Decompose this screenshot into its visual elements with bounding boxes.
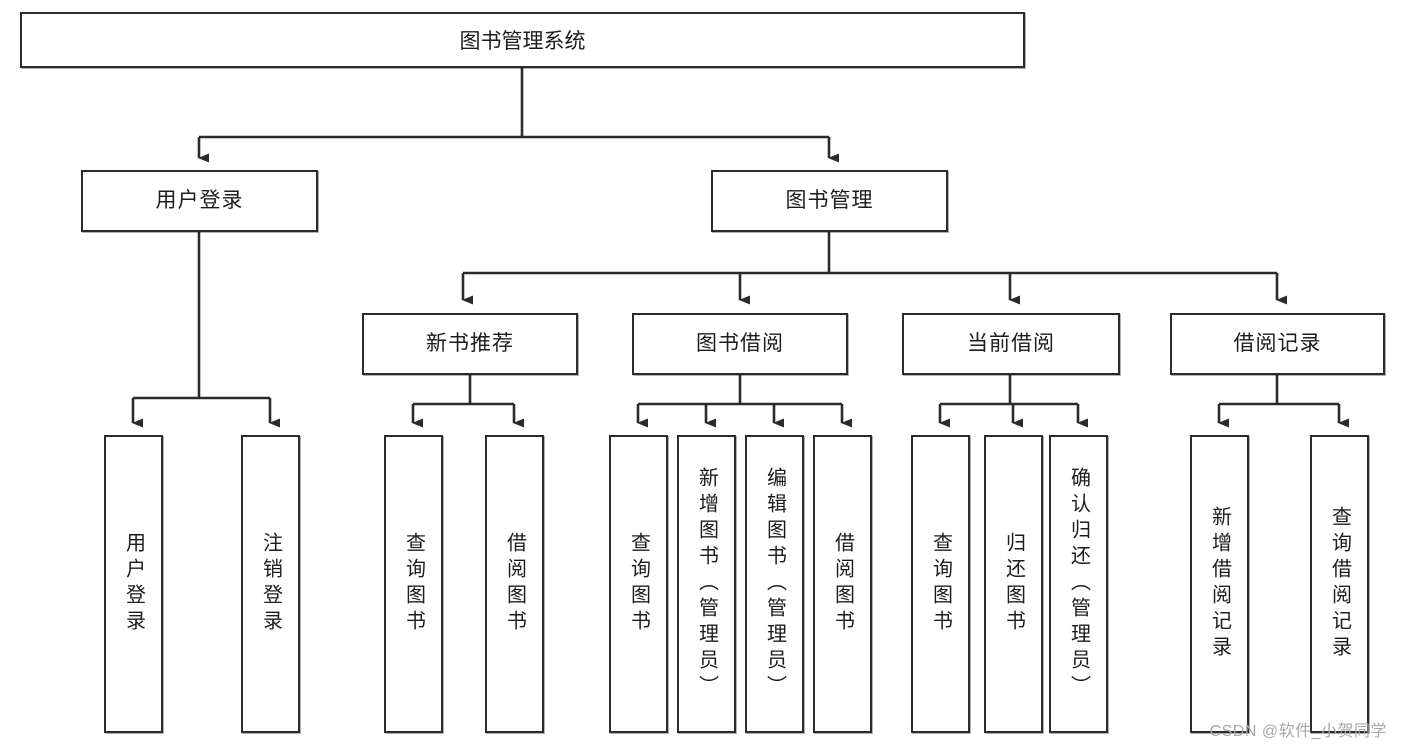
leaf-node[interactable]: 编辑图书（管理员） xyxy=(745,435,804,733)
leaf-label: 新增图书（管理员） xyxy=(695,467,718,701)
leaf-node[interactable]: 用户登录 xyxy=(104,435,163,733)
leaf-node[interactable]: 查询图书 xyxy=(384,435,443,733)
node-new-book-recommend-label: 新书推荐 xyxy=(426,332,514,356)
node-user-login-label: 用户登录 xyxy=(155,189,244,213)
leaf-label: 确认归还（管理员） xyxy=(1067,467,1090,701)
node-user-login[interactable]: 用户登录 xyxy=(81,170,318,232)
leaf-label: 查询图书 xyxy=(402,532,425,636)
leaf-label: 借阅图书 xyxy=(503,532,526,636)
leaf-node[interactable]: 新增借阅记录 xyxy=(1190,435,1249,733)
leaf-node[interactable]: 确认归还（管理员） xyxy=(1049,435,1108,733)
leaf-label: 用户登录 xyxy=(122,532,145,636)
leaf-label: 新增借阅记录 xyxy=(1208,506,1231,662)
node-borrow-record-label: 借阅记录 xyxy=(1233,332,1322,356)
node-book-borrow-label: 图书借阅 xyxy=(696,332,784,356)
leaf-node[interactable]: 新增图书（管理员） xyxy=(677,435,736,733)
leaf-label: 归还图书 xyxy=(1002,532,1025,636)
watermark: CSDN @软件_小贺同学 xyxy=(1209,723,1387,740)
node-book-borrow[interactable]: 图书借阅 xyxy=(632,313,848,375)
leaf-node[interactable]: 借阅图书 xyxy=(813,435,872,733)
leaf-node[interactable]: 注销登录 xyxy=(241,435,300,733)
leaf-node[interactable]: 查询图书 xyxy=(911,435,970,733)
leaf-node[interactable]: 查询借阅记录 xyxy=(1310,435,1369,733)
leaf-node[interactable]: 借阅图书 xyxy=(485,435,544,733)
node-book-management[interactable]: 图书管理 xyxy=(711,170,948,232)
node-root[interactable]: 图书管理系统 xyxy=(20,12,1025,68)
node-current-borrow[interactable]: 当前借阅 xyxy=(902,313,1120,375)
leaf-label: 查询图书 xyxy=(929,532,952,636)
leaf-label: 编辑图书（管理员） xyxy=(763,467,786,701)
node-new-book-recommend[interactable]: 新书推荐 xyxy=(362,313,578,375)
leaf-label: 借阅图书 xyxy=(831,532,854,636)
leaf-label: 查询借阅记录 xyxy=(1328,506,1351,662)
leaf-node[interactable]: 查询图书 xyxy=(609,435,668,733)
node-book-management-label: 图书管理 xyxy=(785,189,874,213)
node-borrow-record[interactable]: 借阅记录 xyxy=(1170,313,1385,375)
node-current-borrow-label: 当前借阅 xyxy=(967,332,1055,356)
leaf-label: 查询图书 xyxy=(627,532,650,636)
leaf-label: 注销登录 xyxy=(259,532,282,636)
leaf-node[interactable]: 归还图书 xyxy=(984,435,1043,733)
node-root-label: 图书管理系统 xyxy=(459,30,586,53)
